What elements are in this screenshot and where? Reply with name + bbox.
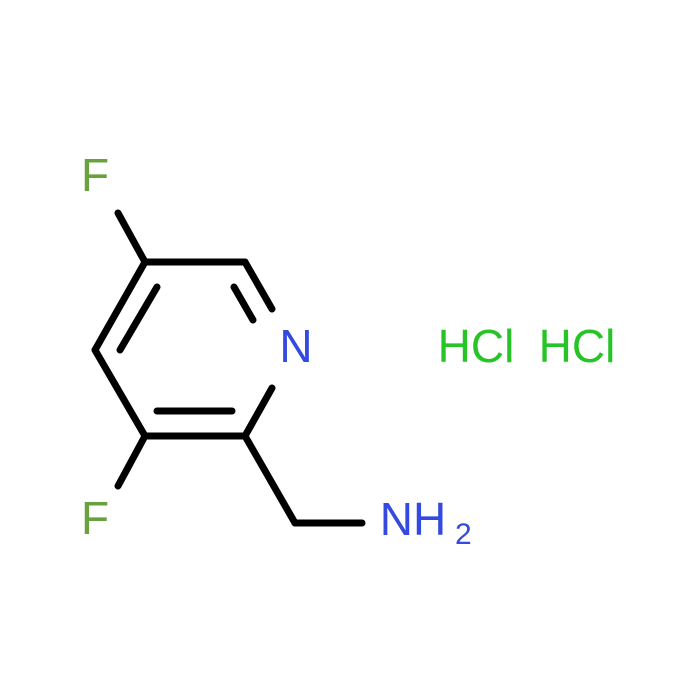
bond-c6-n1-inner [230,283,257,324]
ring-nitrogen-label: N [279,320,312,372]
fluorine-top-label: F [81,149,109,201]
hcl-salt-1: HCl [438,320,515,372]
bond-c5-c4-inner [116,283,161,354]
bond-n1-c2 [241,384,276,440]
bond-c2-ch2 [241,432,299,527]
bond-c5-c4 [91,258,149,354]
fluorine-bottom-label: F [81,492,109,544]
bond-c3-c4 [91,346,149,440]
amine-subscript: 2 [455,518,472,551]
pyridine-ring [91,258,276,440]
amine-group: NH 2 [380,493,472,551]
amine-label: NH [380,493,446,545]
bond-c3-f [114,432,149,490]
bond-c5-f [114,209,149,266]
bond-c6-n1 [241,258,276,313]
hcl-salt-2: HCl [539,320,616,372]
